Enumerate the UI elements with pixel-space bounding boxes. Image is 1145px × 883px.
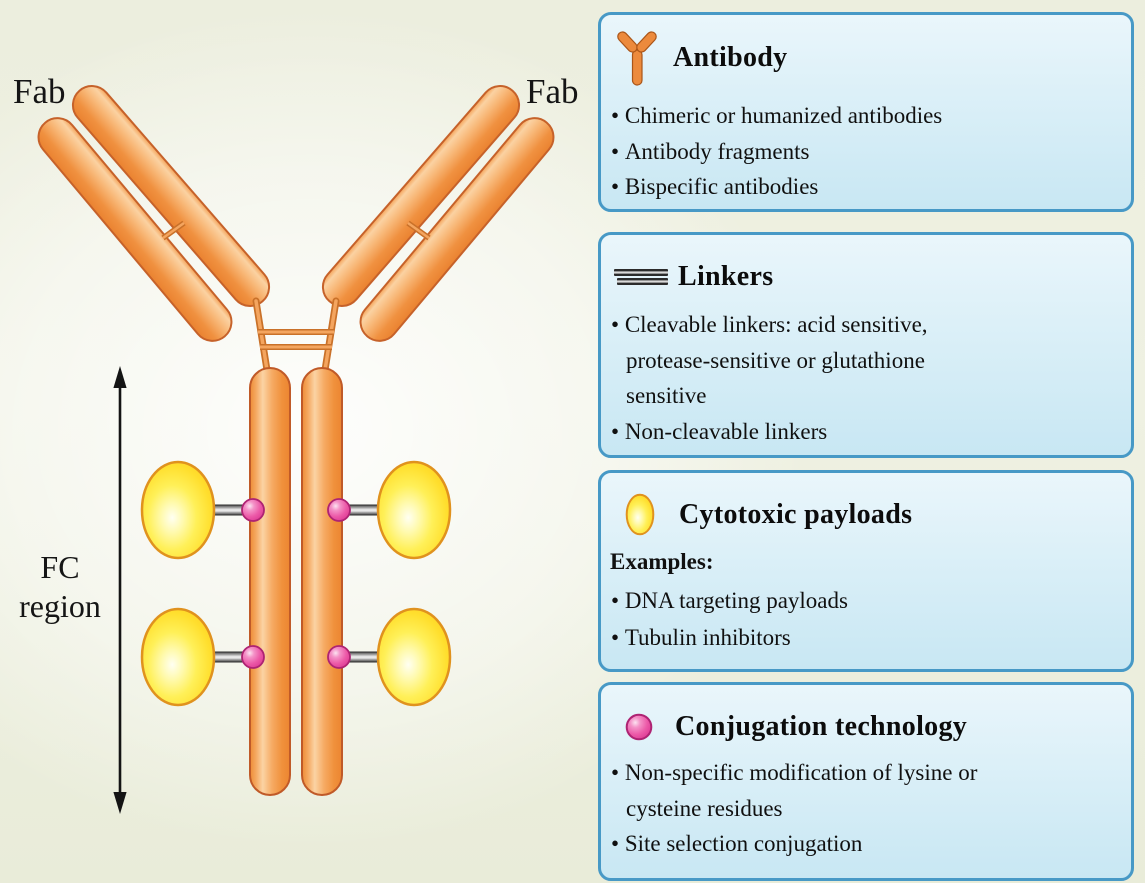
list-item-text: Non-specific modification of lysine or <box>611 755 1131 791</box>
card-title: Conjugation technology <box>675 711 968 742</box>
list-item: Bispecific antibodies <box>611 169 1131 205</box>
fc-region-extent-arrow <box>113 366 127 814</box>
fab-label-left: Fab <box>13 72 66 111</box>
list-item: Non-specific modification of lysine or c… <box>611 755 1131 826</box>
payload-unit-top-left <box>140 460 265 560</box>
fab-label-right: Fab <box>526 72 579 111</box>
list-item-text: Chimeric or humanized antibodies <box>611 98 1131 134</box>
payload-unit-bottom-right <box>327 607 452 707</box>
card-list: Chimeric or humanized antibodies Antibod… <box>611 98 1131 205</box>
list-item: Tubulin inhibitors <box>611 619 1131 656</box>
card-header: Cytotoxic payloads <box>601 473 1131 536</box>
card-header: Antibody <box>601 15 1131 87</box>
conjugation-site-dot <box>241 498 265 522</box>
legend-card-conjugation: Conjugation technology Non-specific modi… <box>598 682 1134 881</box>
list-item-text: cysteine residues <box>626 795 783 821</box>
legend-card-antibody: Antibody Chimeric or humanized antibodie… <box>598 12 1134 212</box>
list-item-text: Site selection conjugation <box>611 826 1131 862</box>
card-title: Linkers <box>678 261 774 292</box>
card-list: Cleavable linkers: acid sensitive, prote… <box>611 307 1131 449</box>
interchain-bond-right <box>406 220 431 241</box>
fc-stem-left <box>249 367 291 796</box>
antibody-y-icon <box>617 31 657 86</box>
card-list: Non-specific modification of lysine or c… <box>611 755 1131 862</box>
conjugation-site-dot <box>327 498 351 522</box>
card-title: Cytotoxic payloads <box>679 498 913 530</box>
conjugation-site-dot <box>241 645 265 669</box>
payload-oval <box>140 607 216 707</box>
fc-region-label-line1: FC <box>40 549 80 585</box>
card-list: DNA targeting payloads Tubulin inhibitor… <box>611 582 1131 656</box>
list-item-text: Bispecific antibodies <box>611 169 1131 205</box>
cytotoxic-payload-icon <box>625 493 655 536</box>
card-title: Antibody <box>673 42 788 73</box>
examples-label: Examples: <box>610 549 714 574</box>
list-item-text: Non-cleavable linkers <box>611 414 1131 450</box>
list-item: Chimeric or humanized antibodies <box>611 98 1131 134</box>
list-item-text: sensitive <box>626 383 707 408</box>
fc-region-label-line2: region <box>19 588 101 624</box>
list-item: DNA targeting payloads <box>611 582 1131 619</box>
fab-arm-right <box>321 85 555 342</box>
list-item-text: Cleavable linkers: acid sensitive, <box>611 307 1131 343</box>
list-item: Antibody fragments <box>611 134 1131 170</box>
list-item-text: protease-sensitive or glutathione <box>626 347 925 373</box>
list-item-text: Tubulin inhibitors <box>611 619 1131 656</box>
list-item: Site selection conjugation <box>611 826 1131 862</box>
payload-oval <box>376 607 452 707</box>
list-item: Non-cleavable linkers <box>611 414 1131 450</box>
linker-double-bar-icon <box>614 269 668 285</box>
payload-unit-bottom-left <box>140 607 265 707</box>
legend-card-linkers: Linkers Cleavable linkers: acid sensitiv… <box>598 232 1134 458</box>
list-item: Cleavable linkers: acid sensitive, prote… <box>611 307 1131 414</box>
payload-unit-top-right <box>327 460 452 560</box>
hinge-disulfide-bonds <box>252 297 340 374</box>
fab-arm-left <box>37 85 271 342</box>
fc-stem-right <box>301 367 343 796</box>
conjugation-dot-icon <box>625 713 653 741</box>
legend-card-payloads: Cytotoxic payloads Examples: DNA targeti… <box>598 470 1134 672</box>
interchain-bond-left <box>161 220 186 241</box>
payload-oval <box>140 460 216 560</box>
conjugation-site-dot <box>327 645 351 669</box>
list-item-text: DNA targeting payloads <box>611 582 1131 619</box>
fc-region-label: FC region <box>6 548 114 626</box>
payload-oval <box>376 460 452 560</box>
card-header: Conjugation technology <box>601 685 1131 743</box>
adc-structure-diagram <box>37 85 555 814</box>
card-header: Linkers <box>601 235 1131 293</box>
list-item-text: Antibody fragments <box>611 134 1131 170</box>
